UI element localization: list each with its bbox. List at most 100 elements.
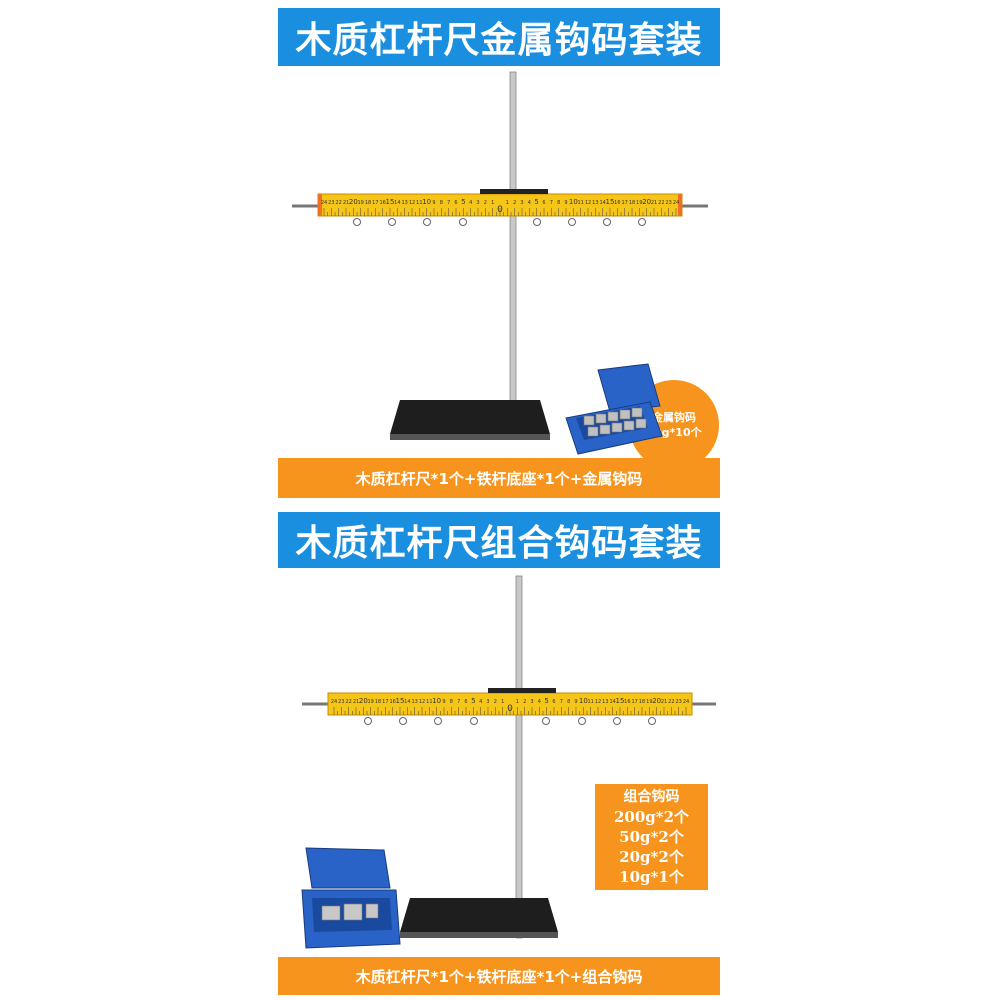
hook-ring (353, 218, 361, 226)
ruler-tick-label: 17 (372, 200, 378, 206)
weights-case (301, 847, 401, 949)
ruler-tick-label: 11 (416, 200, 422, 206)
hook-ring (603, 218, 611, 226)
ruler-tick-label: 8 (440, 200, 443, 206)
hook-ring (459, 218, 467, 226)
ruler-tick-label: 4 (469, 200, 472, 206)
ruler-tick-label: 10 (569, 198, 578, 206)
ruler-tick-label: 19 (357, 200, 363, 206)
ruler-tick-label: 2 (484, 200, 487, 206)
ruler-tick-label: 22 (668, 699, 674, 705)
ruler-tick-label: 8 (450, 699, 453, 705)
ruler-tick-label: 10 (579, 697, 588, 705)
ruler-tick-label: 21 (651, 200, 657, 206)
ruler-tick-label: 20 (359, 697, 368, 705)
ruler-tick-label: 9 (564, 200, 567, 206)
ruler-tick-label: 6 (552, 699, 555, 705)
ruler-tick-label: 13 (411, 699, 417, 705)
hook-ring (533, 218, 541, 226)
ruler-tick-label: 14 (599, 200, 605, 206)
hook-ring (638, 218, 646, 226)
badge-heading: 组合钩码 (623, 789, 680, 805)
hook-ring (388, 218, 396, 226)
ruler-tick-label: 12 (419, 699, 425, 705)
ruler-center-label: 0 (507, 704, 513, 714)
ruler-tick-label: 16 (624, 699, 630, 705)
ruler-tick-label: 1 (491, 200, 494, 206)
ruler-tick-label: 4 (538, 699, 541, 705)
ruler-tick-label: 11 (426, 699, 432, 705)
ruler-tick-label: 2 (494, 699, 497, 705)
metal-weights-badge: 金属钩码 50g*10个 (629, 380, 719, 470)
ruler-tick-label: 1 (506, 200, 509, 206)
ruler-tick-label: 22 (335, 200, 341, 206)
section1-title: 木质杠杆尺金属钩码套装 (278, 8, 720, 66)
hook-ring (568, 218, 576, 226)
ruler-tick-label: 15 (616, 697, 625, 705)
hook-ring (423, 218, 431, 226)
ruler-tick-label: 22 (345, 699, 351, 705)
ruler-tick-label: 24 (683, 699, 689, 705)
hook-ring (470, 717, 478, 725)
iron-rod (509, 71, 517, 413)
ruler-tick-label: 13 (602, 699, 608, 705)
ruler-tick-label: 1 (501, 699, 504, 705)
ruler-tick-label: 8 (567, 699, 570, 705)
ruler-tick-label: 10 (422, 198, 431, 206)
stand-base (400, 898, 558, 932)
ruler-tick-label: 22 (658, 200, 664, 206)
hook-ring (613, 717, 621, 725)
ruler-tick-label: 9 (432, 200, 435, 206)
ruler-tick-label: 5 (461, 198, 465, 206)
hook-ring (542, 717, 550, 725)
ruler-tick-label: 15 (396, 697, 405, 705)
ruler-tick-label: 21 (661, 699, 667, 705)
ruler-tick-label: 21 (343, 200, 349, 206)
ruler-tick-label: 12 (585, 200, 591, 206)
ruler-tick-label: 18 (365, 200, 371, 206)
hook-ring (578, 717, 586, 725)
ruler-tick-label: 10 (432, 697, 441, 705)
ruler-tick-label: 16 (614, 200, 620, 206)
ruler-tick-label: 5 (544, 697, 548, 705)
ruler-tick-label: 24 (331, 699, 337, 705)
ruler-tick-label: 20 (349, 198, 358, 206)
badge-detail: 50g*10个 (646, 426, 702, 439)
badge-line: 200g*2个 (613, 808, 690, 826)
ruler-tick-label: 14 (394, 200, 400, 206)
iron-rod (515, 575, 523, 939)
ruler-tick-label: 23 (675, 699, 681, 705)
stand-base (390, 400, 550, 434)
hook-ring (399, 717, 407, 725)
ruler-tick-label: 9 (442, 699, 445, 705)
ruler-tick-label: 3 (486, 699, 489, 705)
ruler-tick-label: 19 (646, 699, 652, 705)
section2-caption: 木质杠杆尺*1个+铁杆底座*1个+组合钩码 (278, 957, 720, 995)
ruler-tick-label: 13 (592, 200, 598, 206)
ruler-tick-label: 1 (516, 699, 519, 705)
ruler-tick-label: 19 (367, 699, 373, 705)
ruler-tick-label: 12 (409, 200, 415, 206)
ruler-tick-label: 18 (629, 200, 635, 206)
ruler-hooks (353, 218, 646, 226)
ruler-tick-label: 24 (321, 200, 327, 206)
ruler-tick-label: 16 (389, 699, 395, 705)
badge-line: 10g*1个 (619, 868, 684, 886)
ruler-tick-label: 9 (574, 699, 577, 705)
ruler-tick-label: 14 (609, 699, 615, 705)
ruler-tick-label: 5 (471, 697, 475, 705)
ruler-tick-label: 23 (665, 200, 671, 206)
ruler-tick-label: 17 (631, 699, 637, 705)
ruler-tick-label: 18 (639, 699, 645, 705)
ruler-tick-label: 7 (457, 699, 460, 705)
ruler-tick-label: 17 (621, 200, 627, 206)
section1-caption: 木质杠杆尺*1个+铁杆底座*1个+金属钩码 (278, 458, 720, 498)
combo-weights-badge: 组合钩码 200g*2个 50g*2个 20g*2个 10g*1个 (595, 784, 708, 890)
ruler-tick-label: 2 (523, 699, 526, 705)
ruler-tick-label: 19 (636, 200, 642, 206)
ruler-tick-label: 11 (577, 200, 583, 206)
